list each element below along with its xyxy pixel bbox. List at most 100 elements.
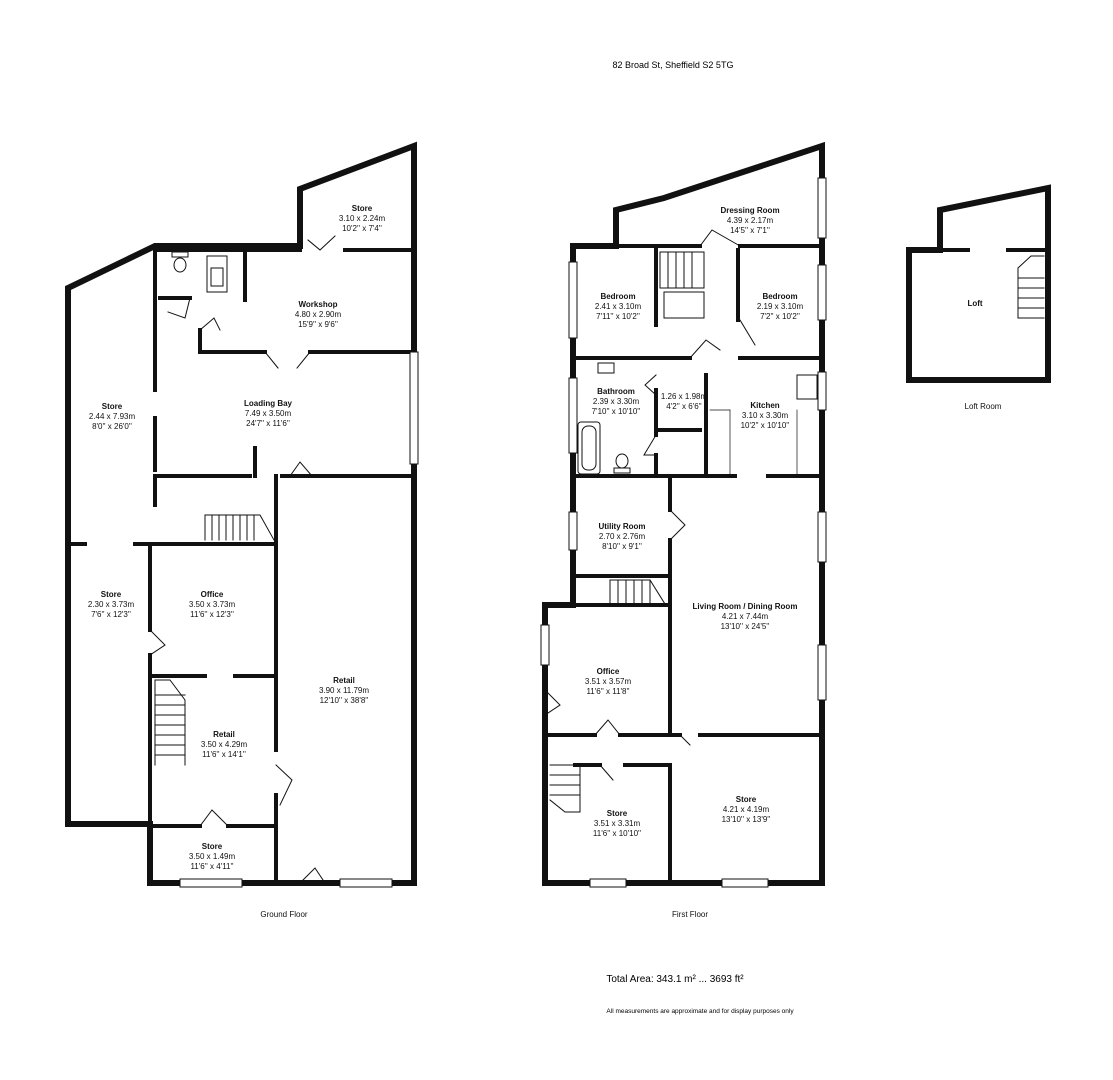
window-icon — [817, 264, 827, 321]
room-name: Store — [202, 842, 223, 851]
window-icon — [589, 878, 627, 888]
room-imperial: 4'2'' x 6'6'' — [666, 402, 702, 411]
room-name: Kitchen — [750, 401, 779, 410]
toilet-tank-icon — [171, 251, 189, 258]
room-name: Store — [352, 204, 373, 213]
door-icon — [669, 509, 686, 541]
toilet-icon — [615, 453, 629, 469]
first-windows — [540, 177, 827, 888]
window-icon — [540, 624, 550, 666]
bathtub-icon — [577, 421, 601, 475]
stairs-icon — [663, 291, 705, 319]
door-icon — [544, 689, 561, 716]
loft-floor — [906, 184, 1051, 383]
room-name: Utility Room — [598, 522, 645, 531]
room-name: Bathroom — [597, 387, 635, 396]
door-icon — [149, 629, 166, 656]
door-icon — [307, 235, 336, 251]
room-imperial: 8'10'' x 9'1'' — [602, 542, 642, 551]
room-imperial: 12'10'' x 38'8'' — [320, 696, 369, 705]
room-name: Living Room / Dining Room — [693, 602, 798, 611]
ground-inner-walls — [66, 244, 416, 885]
room-imperial: 11'6'' x 4'11'' — [190, 862, 234, 871]
room-imperial: 24'7'' x 11'6'' — [246, 419, 290, 428]
room-imperial: 11'6'' x 10'10'' — [593, 829, 642, 838]
room-name: Office — [597, 667, 620, 676]
room-metric: 3.10 x 2.24m — [339, 214, 386, 223]
door-icon — [299, 867, 326, 884]
first-doors — [544, 229, 756, 781]
room-imperial: 7'11'' x 10'2'' — [596, 312, 640, 321]
door-icon — [199, 317, 221, 331]
door-icon — [264, 351, 311, 369]
door-icon — [689, 339, 721, 359]
room-metric: 4.80 x 2.90m — [295, 310, 342, 319]
room-imperial: 15'9'' x 9'6'' — [298, 320, 338, 329]
room-metric: 2.44 x 7.93m — [89, 412, 136, 421]
loft-outer-wall — [906, 184, 1051, 383]
door-icon — [599, 734, 691, 781]
room-imperial: 7'6'' x 12'3'' — [91, 610, 131, 619]
stairs-icon — [609, 579, 666, 605]
door-icon — [699, 229, 741, 247]
window-icon — [817, 511, 827, 563]
room-imperial: 10'2'' x 10'10'' — [741, 421, 790, 430]
door-icon — [275, 764, 293, 806]
ground-fixtures — [171, 251, 228, 293]
room-imperial: 13'10'' x 13'9'' — [722, 815, 771, 824]
room-imperial: 7'10'' x 10'10'' — [592, 407, 641, 416]
room-metric: 3.51 x 3.31m — [594, 819, 641, 828]
door-icon — [594, 719, 621, 736]
total-area: Total Area: 343.1 m² ... 3693 ft² — [606, 974, 744, 985]
room-imperial: 11'6'' x 12'3'' — [190, 610, 234, 619]
room-metric: 2.70 x 2.76m — [599, 532, 646, 541]
room-imperial: 7'2'' x 10'2'' — [760, 312, 800, 321]
room-name: Workshop — [299, 300, 338, 309]
ground-floor-caption: Ground Floor — [260, 910, 307, 919]
window-icon — [568, 377, 578, 454]
room-name: Dressing Room — [720, 206, 779, 215]
sink-icon — [206, 255, 228, 293]
window-icon — [179, 878, 243, 888]
window-icon — [568, 511, 578, 551]
room-metric: 2.39 x 3.30m — [593, 397, 640, 406]
room-metric: 4.39 x 2.17m — [727, 216, 774, 225]
room-metric: 3.50 x 3.73m — [189, 600, 236, 609]
window-icon — [817, 177, 827, 239]
ground-stairs — [154, 514, 275, 766]
room-imperial: 11'6'' x 11'8'' — [586, 687, 630, 696]
door-icon — [167, 297, 191, 319]
loft-caption: Loft Room — [965, 402, 1002, 411]
room-metric: 2.30 x 3.73m — [88, 600, 135, 609]
property-address: 82 Broad St, Sheffield S2 5TG — [613, 60, 734, 70]
stairs-icon — [549, 764, 581, 813]
stairs-icon — [1017, 255, 1045, 319]
room-imperial: 10'2'' x 7'4'' — [342, 224, 382, 233]
room-name: Bedroom — [600, 292, 635, 301]
stairs-icon — [659, 251, 705, 289]
room-imperial: 11'6'' x 14'1'' — [202, 750, 246, 759]
room-metric: 3.90 x 11.79m — [319, 686, 369, 695]
room-name: Bedroom — [762, 292, 797, 301]
ground-windows — [179, 351, 419, 888]
disclaimer: All measurements are approximate and for… — [606, 1008, 794, 1015]
room-metric: 2.19 x 3.10m — [757, 302, 804, 311]
window-icon — [817, 644, 827, 701]
ground-floor — [65, 141, 419, 888]
window-icon — [339, 878, 393, 888]
room-metric: 3.50 x 1.49m — [189, 852, 236, 861]
window-icon — [568, 261, 578, 339]
first-labels: Dressing Room 4.39 x 2.17m 14'5'' x 7'1'… — [585, 206, 804, 919]
room-name: Loft — [967, 299, 982, 308]
room-name: Store — [736, 795, 757, 804]
room-metric: 4.21 x 4.19m — [723, 805, 770, 814]
room-name: Loading Bay — [244, 399, 293, 408]
room-metric: 3.10 x 3.30m — [742, 411, 789, 420]
window-icon — [721, 878, 769, 888]
first-stairs — [549, 251, 705, 813]
room-imperial: 13'10'' x 24'5'' — [721, 622, 770, 631]
stairs-icon — [154, 679, 186, 766]
door-icon — [739, 319, 756, 346]
ground-labels: Store 3.10 x 2.24m 10'2'' x 7'4'' Worksh… — [88, 204, 386, 919]
